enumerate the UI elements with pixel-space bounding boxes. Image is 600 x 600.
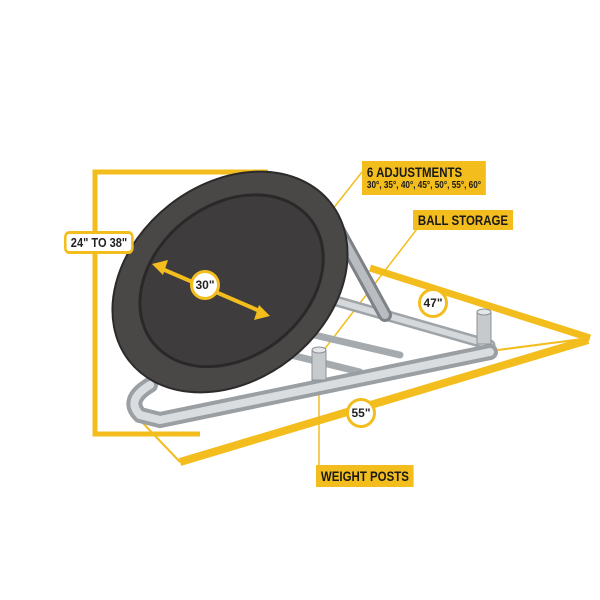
callout-adjustments-angles: 30°, 35°, 40°, 45°, 50°, 55°, 60° (366, 180, 482, 191)
callout-adjustments: 6 ADJUSTMENTS 30°, 35°, 40°, 45°, 50°, 5… (362, 161, 486, 195)
callout-ball-storage-title: BALL STORAGE (417, 212, 509, 228)
callout-weight-posts-title: WEIGHT POSTS (320, 468, 409, 484)
trampoline-mat (111, 170, 349, 394)
depth-dimension-label: 47" (418, 288, 448, 318)
height-dimension-label: 24" TO 38" (64, 231, 134, 254)
dimension-lines (92, 169, 592, 468)
callout-adjustments-title: 6 ADJUSTMENTS (366, 164, 463, 180)
diameter-dimension-label: 30" (190, 270, 220, 300)
weight-post-right (476, 308, 492, 345)
width-dimension-label: 55" (346, 398, 376, 428)
weight-post-left (311, 346, 327, 381)
callout-weight-posts: WEIGHT POSTS (316, 465, 414, 487)
callout-ball-storage: BALL STORAGE (413, 210, 513, 230)
